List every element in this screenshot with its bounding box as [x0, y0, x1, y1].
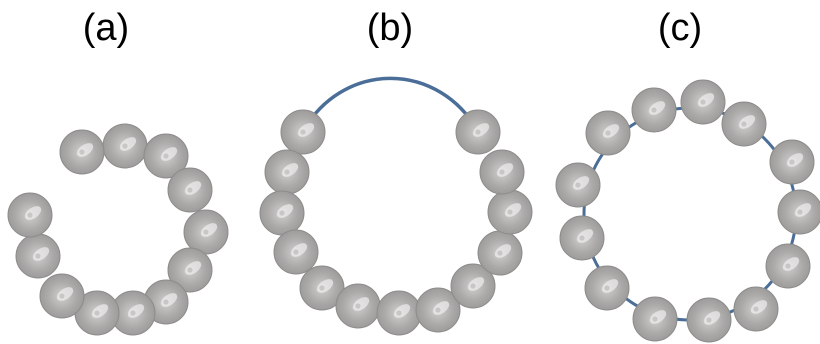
bead: [687, 298, 731, 342]
bead-core: [785, 263, 790, 268]
bead-core: [579, 235, 584, 240]
bead-core: [499, 169, 504, 174]
bead-core: [293, 249, 298, 254]
bead-core: [35, 253, 40, 258]
bead-core: [79, 149, 84, 154]
bead-core: [59, 293, 64, 298]
bead: [260, 191, 304, 235]
bead: [16, 234, 60, 278]
bead-core: [789, 159, 794, 164]
bead: [265, 150, 309, 194]
bead: [274, 230, 318, 274]
bead: [168, 168, 212, 212]
bead: [633, 297, 677, 341]
bead: [681, 80, 725, 124]
bead: [488, 190, 532, 234]
bead: [734, 287, 778, 331]
bead-core: [435, 307, 440, 312]
bead: [184, 210, 228, 254]
bead-core: [203, 229, 208, 234]
bead: [281, 110, 325, 154]
panel-a-bead-ring: [8, 124, 228, 335]
bead: [585, 266, 629, 310]
linker-arc: [303, 78, 478, 132]
bead: [336, 284, 380, 328]
bead-core: [300, 129, 305, 134]
bead: [632, 88, 676, 132]
bead-core: [279, 210, 284, 215]
bead: [722, 102, 766, 146]
bead-core: [497, 250, 502, 255]
bead-core: [741, 121, 746, 126]
bead-core: [797, 209, 802, 214]
bead: [60, 130, 104, 174]
bead-core: [470, 283, 475, 288]
bead: [480, 150, 524, 194]
bead: [770, 140, 814, 184]
bead-core: [651, 107, 656, 112]
bead: [778, 190, 820, 234]
bead-core: [396, 310, 401, 315]
bead-core: [187, 187, 192, 192]
bead-core: [319, 285, 324, 290]
bead-core: [27, 212, 32, 217]
bead-core: [187, 267, 192, 272]
bead: [556, 163, 600, 207]
bead-core: [475, 129, 480, 134]
bead: [586, 111, 630, 155]
bead-core: [130, 310, 135, 315]
bead-core: [753, 306, 758, 311]
bead-core: [706, 317, 711, 322]
bead: [560, 216, 604, 260]
bead: [8, 193, 52, 237]
bead-core: [652, 316, 657, 321]
bead: [456, 110, 500, 154]
bead-core: [163, 299, 168, 304]
panel-b-bead-ring: [260, 78, 532, 335]
bead: [478, 231, 522, 275]
bead-core: [605, 130, 610, 135]
bead-core: [122, 143, 127, 148]
bead-core: [163, 153, 168, 158]
bead-core: [355, 303, 360, 308]
bead: [766, 244, 810, 288]
bead-core: [604, 285, 609, 290]
bead-core: [575, 182, 580, 187]
bead: [103, 124, 147, 168]
bead: [377, 291, 421, 335]
bead-core: [94, 310, 99, 315]
bead-core: [507, 209, 512, 214]
bead-core: [284, 169, 289, 174]
bead-core: [700, 99, 705, 104]
panel-c-bead-ring: [556, 80, 820, 342]
bead: [40, 274, 84, 318]
